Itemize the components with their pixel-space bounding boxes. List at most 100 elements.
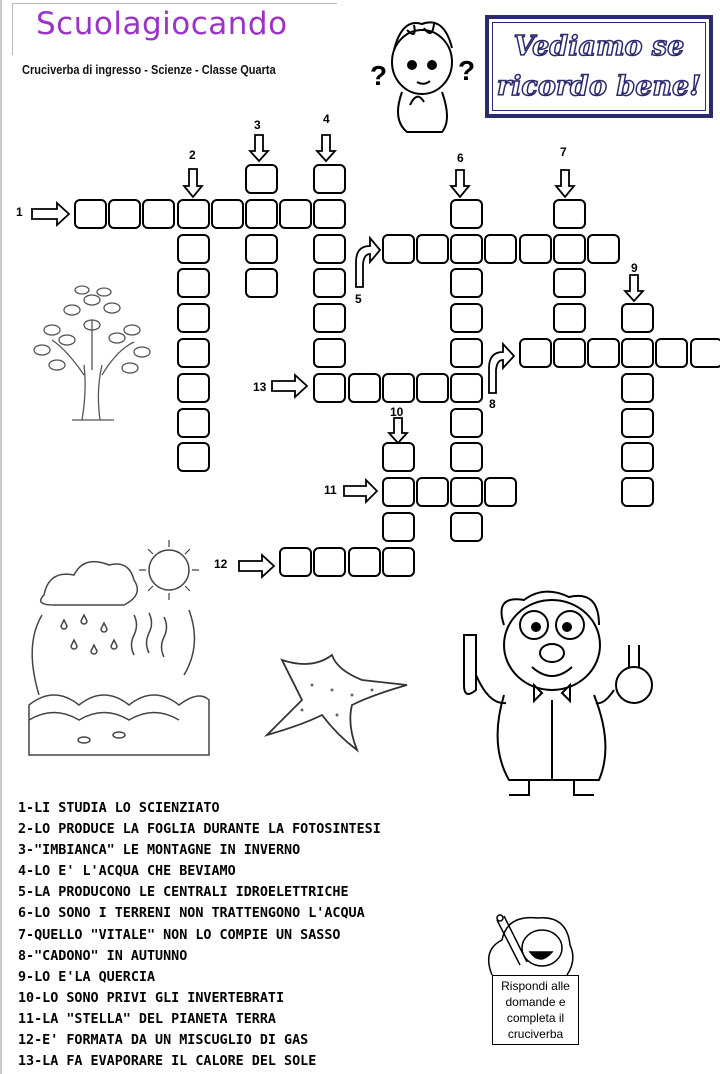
down-arrow-icon — [622, 274, 646, 303]
crossword-cell[interactable] — [552, 303, 586, 334]
crossword-cell[interactable] — [313, 233, 347, 264]
crossword-cell[interactable] — [347, 372, 381, 403]
crossword-cell[interactable] — [552, 268, 586, 299]
crossword-cell[interactable] — [176, 198, 210, 229]
crossword-cell[interactable] — [552, 338, 586, 368]
clue-number-1: 1 — [16, 205, 23, 219]
crossword-cell[interactable] — [176, 442, 210, 473]
crossword-cell[interactable] — [245, 233, 278, 264]
crossword-cell[interactable] — [347, 546, 381, 577]
crossword-cell[interactable] — [176, 233, 210, 264]
water-cycle-illustration — [28, 540, 210, 756]
down-arrow-icon — [314, 134, 338, 163]
crossword-cell[interactable] — [621, 338, 655, 368]
clue-number-4: 4 — [323, 112, 330, 126]
crossword-cell[interactable] — [450, 233, 484, 264]
clue-item: 7-QUELLO "VITALE" NON LO COMPIE UN SASSO — [18, 927, 341, 943]
crossword-cell[interactable] — [279, 546, 313, 577]
crossword-cell[interactable] — [176, 338, 210, 368]
crossword-cell[interactable] — [416, 233, 449, 264]
clue-item: 3-"IMBIANCA" LE MONTAGNE IN INVERNO — [18, 843, 301, 859]
crossword-cell[interactable] — [587, 233, 620, 264]
crossword-cell[interactable] — [552, 233, 586, 264]
crossword-cell[interactable] — [416, 477, 449, 508]
thinking-child-illustration: ? ? — [370, 21, 475, 133]
clue-item: 1-LI STUDIA LO SCIENZIATO — [18, 801, 220, 816]
crossword-cell[interactable] — [313, 164, 347, 194]
crossword-cell[interactable] — [689, 338, 720, 368]
crossword-cell[interactable] — [176, 303, 210, 334]
crossword-cell[interactable] — [381, 546, 415, 577]
crossword-cell[interactable] — [484, 233, 518, 264]
crossword-cell[interactable] — [381, 372, 415, 403]
crossword-cell[interactable] — [450, 477, 484, 508]
crossword-cell[interactable] — [587, 338, 620, 368]
right-arrow-icon — [238, 552, 276, 580]
crossword-cell[interactable] — [245, 268, 278, 299]
crossword-cell[interactable] — [450, 512, 484, 542]
crossword-cell[interactable] — [621, 477, 655, 508]
down-arrow-icon — [449, 169, 471, 199]
crossword-cell[interactable] — [450, 268, 484, 299]
clue-number-3: 3 — [254, 118, 261, 132]
crossword-cell[interactable] — [210, 198, 244, 229]
child-with-pencil-illustration — [487, 914, 574, 976]
crossword-cell[interactable] — [381, 442, 415, 473]
crossword-cell[interactable] — [142, 198, 176, 229]
crossword-cell[interactable] — [450, 442, 484, 473]
crossword-cell[interactable] — [621, 407, 655, 438]
crossword-cell[interactable] — [450, 372, 484, 403]
crossword-cell[interactable] — [518, 338, 552, 368]
crossword-cell[interactable] — [518, 233, 552, 264]
crossword-cell[interactable] — [279, 198, 313, 229]
clue-number-12: 12 — [214, 557, 228, 571]
clue-item: 10-LO SONO PRIVI GLI INVERTEBRATI — [18, 990, 285, 1006]
crossword-cell[interactable] — [655, 338, 689, 368]
crossword-cell[interactable] — [176, 372, 210, 403]
crossword-cell[interactable] — [313, 303, 347, 334]
clue-number-9: 9 — [631, 261, 638, 275]
clue-item: 13-LA FA EVAPORARE IL CALORE DEL SOLE — [18, 1054, 317, 1070]
down-arrow-icon — [554, 169, 576, 199]
clue-number-8: 8 — [489, 397, 496, 411]
crossword-cell[interactable] — [381, 233, 415, 264]
arrow-icons — [31, 134, 646, 580]
crossword-cell[interactable] — [176, 268, 210, 299]
crossword-cell[interactable] — [313, 338, 347, 368]
crossword-cell[interactable] — [450, 407, 484, 438]
crossword-cell[interactable] — [621, 303, 655, 334]
crossword-cell[interactable] — [313, 372, 347, 403]
crossword-cell[interactable] — [552, 198, 586, 229]
stamp-line-1: Vediamo se — [513, 30, 685, 63]
motto-stamp: Vediamo se ricordo bene! — [485, 15, 713, 118]
scientist-illustration — [463, 590, 653, 796]
site-logo: Scuolagiocando — [36, 6, 288, 42]
crossword-cell[interactable] — [74, 198, 107, 229]
crossword-cell[interactable] — [108, 198, 142, 229]
crossword-cell[interactable] — [450, 338, 484, 368]
crossword-cell[interactable] — [450, 303, 484, 334]
crossword-cell[interactable] — [416, 372, 449, 403]
svg-text:?: ? — [458, 55, 475, 86]
crossword-cell[interactable] — [484, 477, 518, 508]
crossword-cell[interactable] — [621, 372, 655, 403]
crossword-cell[interactable] — [313, 546, 347, 577]
worksheet-subtitle: Cruciverba di ingresso - Scienze - Class… — [22, 63, 276, 77]
crossword-cell[interactable] — [450, 198, 484, 229]
crossword-cell[interactable] — [381, 477, 415, 508]
down-arrow-icon — [386, 417, 410, 445]
crossword-cell[interactable] — [245, 198, 278, 229]
clue-number-13: 13 — [253, 380, 267, 394]
clue-number-6: 6 — [457, 151, 464, 165]
clue-item: 4-LO E' L'ACQUA CHE BEVIAMO — [18, 864, 236, 880]
crossword-cell[interactable] — [313, 198, 347, 229]
clue-list: 1-LI STUDIA LO SCIENZIATO 2-LO PRODUCE L… — [18, 798, 381, 1072]
crossword-cell[interactable] — [381, 512, 415, 542]
right-arrow-icon — [343, 477, 379, 505]
crossword-cell[interactable] — [313, 268, 347, 299]
right-arrow-icon — [271, 372, 309, 400]
crossword-cell[interactable] — [245, 164, 278, 194]
curved-arrow-icon — [355, 235, 382, 288]
crossword-cell[interactable] — [621, 442, 655, 473]
crossword-cell[interactable] — [176, 407, 210, 438]
